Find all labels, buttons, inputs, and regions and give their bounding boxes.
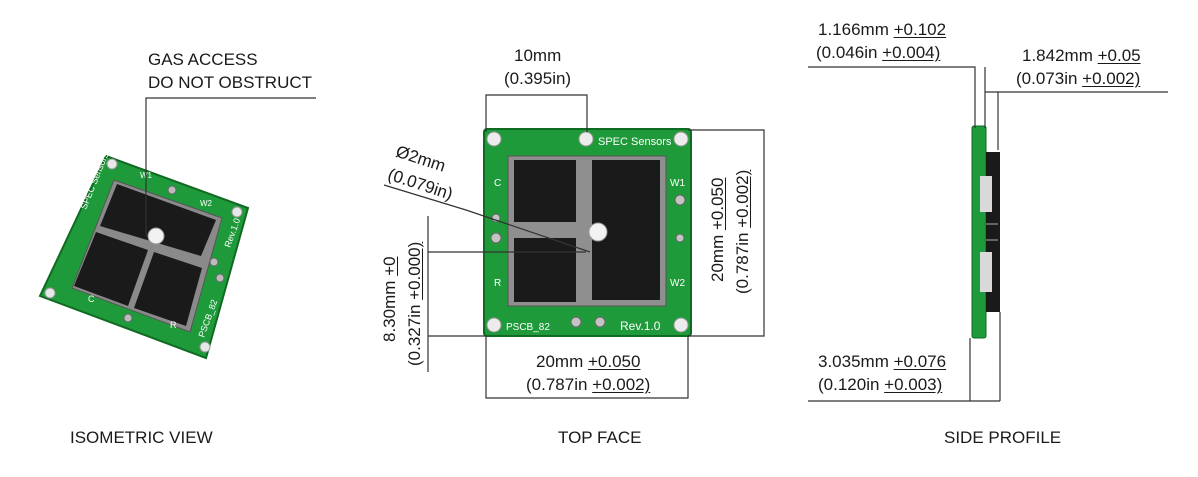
side-sensor-profile — [971, 125, 1000, 339]
width-dim-mm: 10mm — [514, 46, 562, 65]
height-dim-mm: 20mm +0.050 — [706, 178, 729, 282]
isometric-sensor-board: SPEC Sensors Rev.1.0 PSCB_82 C R W1 W2 — [38, 151, 250, 360]
iso-hole — [44, 287, 56, 299]
offset-dim-in-tol: +0.000) — [405, 241, 424, 300]
top-electrode-tl — [514, 160, 576, 222]
top-hole — [578, 131, 594, 147]
pcb-thickness-in: (0.046in +0.004) — [816, 41, 940, 64]
total-height-in-value: (0.120in — [818, 375, 885, 394]
width20-dim-mm-tol: +0.050 — [587, 352, 641, 371]
total-height-mm: 3.035mm +0.076 — [818, 350, 946, 373]
isometric-view-title: ISOMETRIC VIEW — [70, 428, 213, 447]
side-pcb — [971, 125, 987, 339]
do-not-obstruct-label: DO NOT OBSTRUCT — [148, 73, 313, 92]
top-pin-r: R — [494, 278, 501, 289]
gas-access-label: GAS ACCESS — [148, 50, 258, 69]
sensor-height-mm-tol: +0.05 — [1097, 46, 1141, 65]
width20-dim-in-value: (0.787in — [526, 375, 593, 394]
iso-electrode-right — [134, 252, 202, 326]
top-rev-text: Rev.1.0 — [620, 319, 661, 333]
iso-pin-c: C — [88, 294, 95, 304]
offset-dim-mm: 8.30mm +0 — [378, 256, 401, 342]
height-dim-in-value: (0.787in — [733, 227, 752, 294]
sensor-height-in: (0.073in +0.002) — [1016, 67, 1140, 90]
total-height-in: (0.120in +0.003) — [818, 373, 942, 396]
width20-dim-in: (0.787in +0.002) — [526, 373, 650, 396]
top-dimension-lines — [383, 94, 765, 399]
sensor-height-mm: 1.842mm +0.05 — [1022, 44, 1141, 67]
top-brand-text: SPEC Sensors — [598, 136, 672, 148]
height-dim-mm-value: 20mm — [708, 230, 727, 282]
width20-dim-mm-value: 20mm — [536, 352, 588, 371]
iso-hole — [199, 341, 211, 353]
sensor-height-mm-value: 1.842mm — [1022, 46, 1098, 65]
iso-callout-line — [145, 97, 316, 236]
top-hole — [486, 317, 502, 333]
side-profile-title: SIDE PROFILE — [944, 428, 1062, 447]
iso-pin-r: R — [170, 320, 177, 330]
top-pin-c: C — [494, 178, 501, 189]
offset-dim-mm-value: 8.30mm — [380, 275, 399, 342]
top-pin-w1: W1 — [670, 178, 685, 189]
iso-electrode-left — [74, 232, 148, 306]
height-dim-mm-tol: +0.050 — [708, 177, 727, 231]
top-pin-w2: W2 — [670, 278, 685, 289]
total-height-in-tol: +0.003) — [884, 375, 943, 394]
total-height-mm-tol: +0.076 — [893, 352, 947, 371]
offset-dim-mm-tol: +0 — [380, 256, 399, 276]
top-hole — [673, 131, 689, 147]
width20-dim-mm: 20mm +0.050 — [536, 350, 640, 373]
top-face-title: TOP FACE — [558, 428, 642, 447]
pcb-thickness-mm-tol: +0.102 — [893, 20, 947, 39]
top-hole — [486, 131, 502, 147]
pcb-thickness-mm-value: 1.166mm — [818, 20, 894, 39]
sensor-height-in-value: (0.073in — [1016, 69, 1083, 88]
iso-gas-hole — [147, 227, 165, 245]
pcb-thickness-mm: 1.166mm +0.102 — [818, 18, 946, 41]
top-sensor-board: SPEC Sensors Rev.1.0 PSCB_82 C R W1 W2 — [483, 128, 692, 337]
iso-hole — [231, 206, 243, 218]
pcb-thickness-in-tol: +0.004) — [882, 43, 941, 62]
top-electrode-bl — [514, 238, 576, 302]
top-gas-hole — [588, 222, 608, 242]
iso-electrode-top — [100, 184, 216, 256]
offset-dim-in: (0.327in +0.000) — [403, 242, 426, 366]
pcb-thickness-in-value: (0.046in — [816, 43, 883, 62]
side-dimension-lines — [808, 66, 1168, 402]
width-dim-in: (0.395in) — [504, 69, 572, 88]
top-hole — [673, 317, 689, 333]
offset-dim-in-value: (0.327in — [405, 299, 424, 366]
top-part-text: PSCB_82 — [506, 322, 550, 333]
height-dim-in: (0.787in +0.002) — [731, 170, 754, 294]
width20-dim-in-tol: +0.002) — [592, 375, 651, 394]
sensor-height-in-tol: +0.002) — [1082, 69, 1141, 88]
iso-hole — [106, 158, 118, 170]
total-height-mm-value: 3.035mm — [818, 352, 894, 371]
height-dim-in-tol: +0.002) — [733, 169, 752, 228]
iso-pin-w2: W2 — [200, 199, 213, 208]
